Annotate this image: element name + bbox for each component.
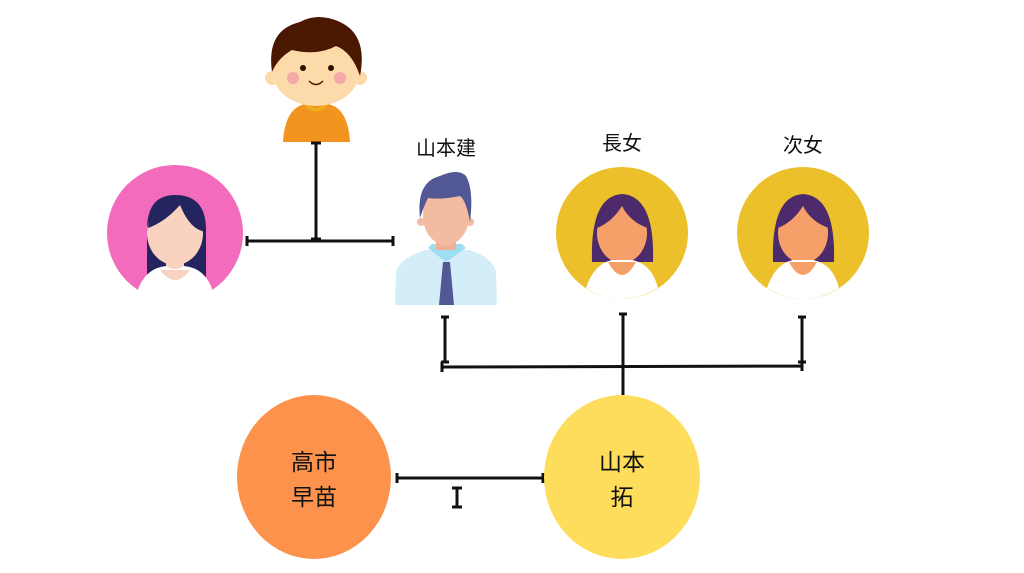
boy-avatar bbox=[265, 17, 367, 142]
self-name-line2: 拓 bbox=[611, 485, 634, 511]
label-second-daughter: 次女 bbox=[783, 133, 823, 157]
eldest-daughter-avatar: 長女 bbox=[556, 131, 688, 299]
woman-avatar-pink bbox=[107, 165, 243, 302]
self-node: 山本 拓 bbox=[544, 395, 700, 559]
man-avatar: 山本建 bbox=[395, 136, 497, 305]
second-daughter-avatar: 次女 bbox=[737, 133, 869, 299]
spouse-name-line2: 早苗 bbox=[291, 485, 337, 511]
label-father: 山本建 bbox=[416, 136, 476, 160]
spouse-name-line1: 高市 bbox=[291, 450, 337, 476]
text-cursor-icon bbox=[452, 486, 462, 509]
self-name-line1: 山本 bbox=[599, 450, 645, 476]
connector-lines bbox=[245, 141, 806, 483]
spouse-node: 高市 早苗 bbox=[237, 395, 391, 559]
label-eldest-daughter: 長女 bbox=[602, 131, 642, 155]
